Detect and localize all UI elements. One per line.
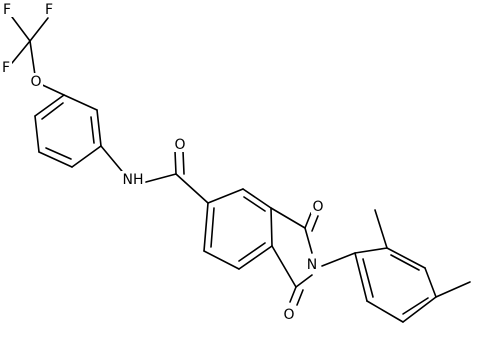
atom-label-f-top-left: F	[3, 2, 11, 18]
atom-label-o-imide-top: O	[312, 199, 323, 215]
bond-carbonyl-o-outer	[174, 150, 177, 175]
bond-benzo-inner-a	[243, 196, 266, 212]
bond-phenyl-5	[34, 115, 40, 153]
atom-label-layer: F F F O NH O O N O	[1, 1, 325, 323]
bond-xylyl-inner-c	[362, 258, 374, 298]
atom-bg-n-imide	[305, 256, 319, 272]
bond-nh-carbonyl	[145, 173, 177, 183]
bond-benzo-5	[203, 250, 240, 270]
bond-xylyl-inner-a	[390, 254, 420, 271]
bond-benzo-4	[238, 245, 273, 270]
bond-xylyl-6	[354, 252, 368, 302]
bond-imide-o-top-b	[311, 215, 319, 232]
bond-xylyl-5	[366, 300, 404, 323]
bond-carbonyl-ring	[175, 173, 209, 204]
bond-phenyl-inner-c	[41, 102, 64, 120]
bond-methyl-para	[435, 281, 471, 298]
atom-bg-f-top-right	[44, 1, 55, 17]
atom-bg-nh-amide	[121, 171, 145, 187]
atom-label-n-imide: N	[307, 257, 317, 273]
bond-xylyl-4	[402, 296, 437, 323]
bond-phenyl-inner-b	[45, 147, 72, 160]
atom-label-o-ether: O	[30, 74, 41, 90]
bond-cf3-f-top-right	[29, 17, 49, 42]
bond-phenyl-6	[34, 94, 65, 117]
bond-imide-top	[270, 207, 306, 229]
atom-label-o-imide-bottom: O	[283, 307, 294, 323]
bond-imide-o-top-a	[304, 212, 312, 229]
bond-benzo-1	[207, 188, 244, 204]
bond-benzo-inner-c	[210, 207, 215, 248]
bond-phenyl-2	[96, 109, 102, 147]
bond-methyl-ortho	[374, 209, 388, 249]
bond-xylyl-2	[386, 247, 426, 269]
atom-bg-o-imide-bottom	[282, 306, 296, 322]
bond-carbonyl-o-inner	[182, 150, 185, 175]
atom-label-o-amide: O	[174, 137, 185, 153]
bond-benzo-2	[242, 188, 272, 209]
bond-xylyl-1	[354, 247, 388, 254]
bond-imide-bottom	[271, 245, 297, 288]
bond-phenyl-inner-a	[90, 116, 95, 144]
atom-bg-o-ether	[29, 73, 43, 89]
bond-imide-top-n	[304, 227, 313, 254]
atom-label-f-top-right: F	[45, 2, 53, 18]
bond-n-aryl	[321, 252, 356, 267]
bond-phenyl-4	[38, 151, 73, 168]
atom-bg-o-amide	[173, 136, 187, 152]
bond-benzo-inner-b	[238, 242, 266, 262]
bond-layer	[11, 16, 471, 323]
atom-bg-f-left	[1, 59, 12, 75]
bond-imide-n-bottom	[295, 274, 313, 288]
atom-label-f-left: F	[2, 60, 10, 76]
bond-benzo-6	[203, 202, 209, 252]
bond-xylyl-3	[424, 267, 437, 298]
bond-cf3-f-left	[11, 40, 31, 64]
bond-imide-o-bottom-b	[296, 289, 304, 306]
bond-phenyl-3	[71, 145, 102, 168]
atom-label-nh-amide: NH	[123, 172, 144, 188]
bond-benzo-3	[270, 207, 273, 247]
bond-phenyl-1	[63, 94, 98, 111]
atom-bg-o-imide-top	[311, 198, 325, 214]
bond-cf3-f-top-left	[11, 16, 31, 42]
bond-xylyl-inner-b	[402, 297, 429, 315]
atom-bg-f-top-left	[2, 1, 13, 17]
bond-imide-o-bottom-a	[289, 286, 297, 303]
